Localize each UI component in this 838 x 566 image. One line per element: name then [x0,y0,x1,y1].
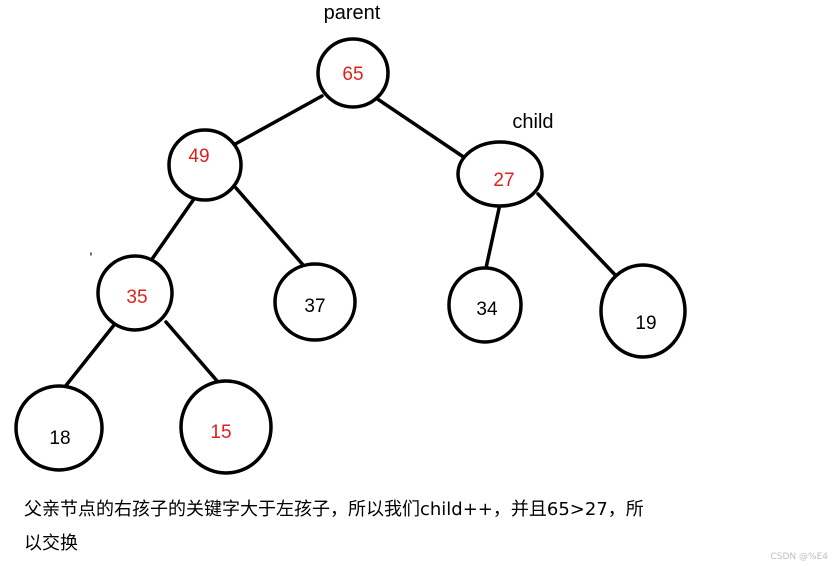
node-49: 49 [167,128,243,202]
node-circle [167,128,243,202]
node-circle [599,263,687,359]
node-18: 18 [14,384,104,472]
node-value: 34 [476,299,498,320]
edge-27-19 [536,192,622,282]
node-value: 65 [342,64,363,85]
watermark: CSDN @%E4 [770,552,829,562]
edge-35-18 [62,318,120,390]
tree-edges [62,94,622,390]
node-value: 15 [210,422,231,443]
node-value: 27 [493,170,514,191]
caption-line-2: 以交换 [24,533,78,554]
edge-65-27 [374,96,470,162]
node-19: 19 [599,263,687,359]
parent-label: parent [324,2,381,24]
edge-65-49 [226,94,324,150]
node-value: 19 [635,313,656,334]
node-value: 37 [304,296,325,317]
node-37: 37 [273,262,357,342]
caption-line-1: 父亲节点的右孩子的关键字大于左孩子，所以我们child++，并且65>27，所 [24,499,644,520]
node-value: 35 [126,287,147,308]
edge-49-35 [148,194,198,264]
node-circle [447,266,523,344]
node-circle [96,254,174,332]
edge-49-37 [234,186,306,268]
node-circle [14,384,104,472]
node-34: 34 [447,266,523,344]
explanation-caption: 父亲节点的右孩子的关键字大于左孩子，所以我们child++，并且65>27，所 … [24,493,724,561]
node-65: 65 [316,37,390,109]
node-value: 49 [188,146,209,167]
node-27: 27 [456,140,544,208]
child-label: child [512,111,553,133]
node-circle [273,262,357,342]
edge-35-15 [164,320,220,384]
node-35: 35 [96,254,174,332]
node-15: 15 [179,379,273,475]
node-circle [316,37,390,109]
node-circle [179,379,273,475]
edge-27-34 [484,202,502,270]
node-value: 18 [49,428,70,449]
tick-mark: ' [90,249,93,265]
node-circle [456,140,544,208]
